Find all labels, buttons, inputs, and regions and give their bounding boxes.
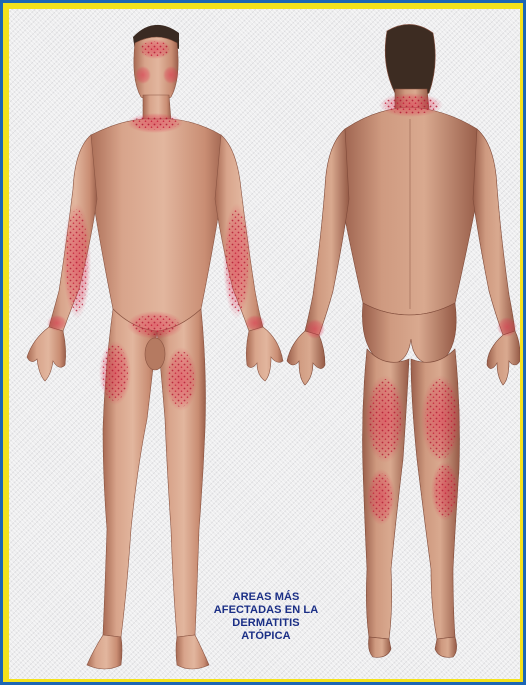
rash-back-of-knee-left <box>367 469 395 525</box>
rash-neck <box>127 113 183 133</box>
rash-wrist-left <box>47 315 67 331</box>
rash-forearm-right <box>223 203 251 319</box>
rash-thigh-left <box>99 341 131 405</box>
caption-line-1: AREAS MÁS <box>206 591 326 604</box>
rash-back-wrist-right <box>497 317 517 337</box>
rash-groin <box>127 311 183 339</box>
rash-forearm-left <box>63 203 91 319</box>
anatomy-illustration <box>9 9 520 679</box>
rash-nape <box>379 93 443 117</box>
illustration-canvas: AREAS MÁS AFECTADAS EN LA DERMATITIS ATÓ… <box>9 9 520 679</box>
caption-line-4: ATÓPICA <box>206 630 326 643</box>
rash-back-of-knee-right <box>431 461 459 521</box>
rash-back-of-thigh-left <box>365 375 405 463</box>
caption-line-2: AFECTADAS EN LA <box>206 604 326 617</box>
diagram-caption: AREAS MÁS AFECTADAS EN LA DERMATITIS ATÓ… <box>206 591 326 643</box>
rash-back-wrist-left <box>305 319 325 339</box>
rash-thigh-right <box>165 347 197 411</box>
back-view-figure <box>287 24 520 657</box>
rash-back-of-thigh-right <box>421 375 461 463</box>
caption-line-3: DERMATITIS <box>206 617 326 630</box>
rash-wrist-right <box>245 315 265 331</box>
